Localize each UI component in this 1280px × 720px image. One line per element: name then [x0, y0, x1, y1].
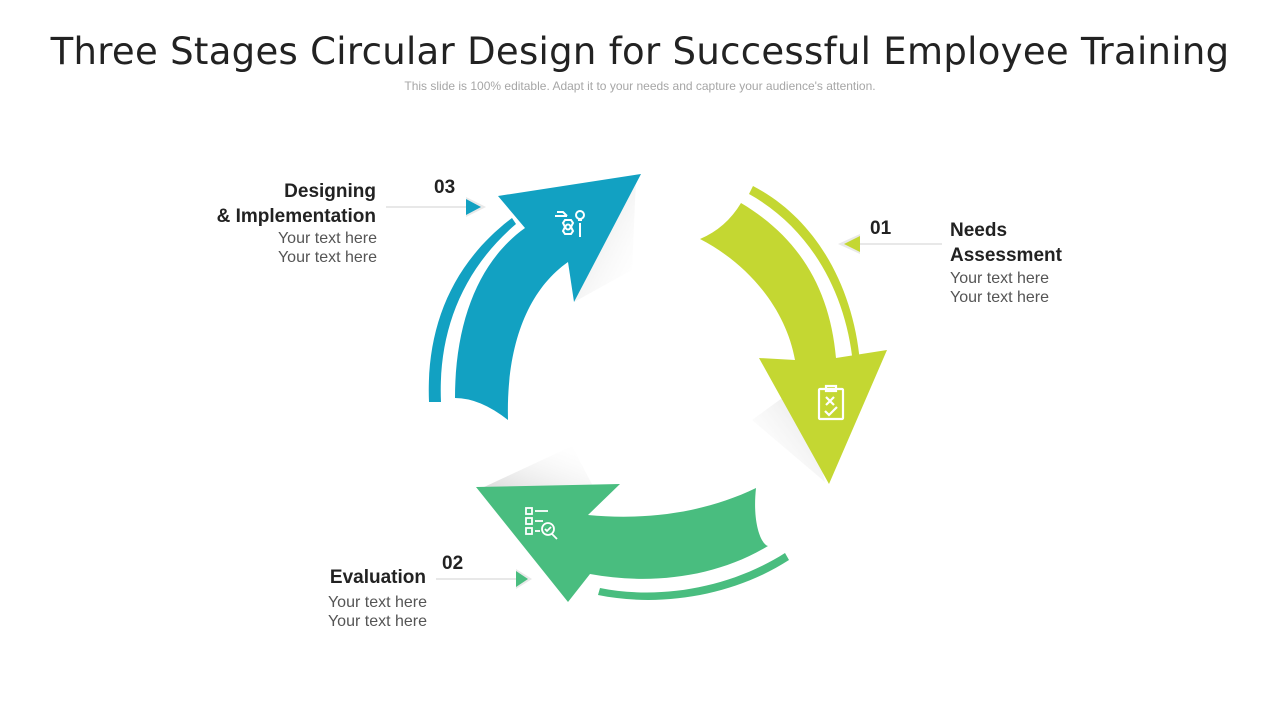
- arrow-stage-02-thin-band: [598, 553, 789, 600]
- arrow-stage-03-body: [455, 174, 641, 420]
- clipboard-check-icon: [817, 384, 845, 421]
- stage-02-desc-line1: Your text here: [327, 594, 427, 611]
- stage-03-desc-line2: Your text here: [277, 249, 377, 266]
- stage-03-title-line1: Designing: [284, 181, 376, 202]
- page-subtitle: This slide is 100% editable. Adapt it to…: [404, 79, 876, 93]
- stage-01-desc-line1: Your text here: [950, 270, 1050, 287]
- pointer-stage-01: [838, 234, 942, 254]
- arrow-stage-03: [428, 174, 641, 420]
- stage-02-number: 02: [442, 553, 464, 574]
- stage-02-title: Evaluation: [329, 567, 426, 588]
- stage-02-description: Your text here Your text here: [226, 593, 427, 631]
- checklist-magnifier-icon: [525, 507, 558, 540]
- shadow-lime: [752, 385, 825, 482]
- pointer-stage-02: [436, 569, 532, 589]
- stage-01-number: 01: [870, 218, 892, 239]
- gear-bulb-pencil-icon: [555, 210, 585, 237]
- arrow-stage-02-body: [476, 484, 768, 602]
- stage-01-title-line1: Needs: [950, 220, 1008, 241]
- stage-03-number: 03: [434, 177, 456, 198]
- pointer-stage-03: [386, 197, 486, 217]
- shadow-green: [482, 446, 594, 488]
- arrow-stage-02: [476, 484, 789, 602]
- stage-03-title-line2: & Implementation: [216, 206, 376, 227]
- stage-03-description: Your text here Your text here: [176, 229, 377, 267]
- stage-01-description: Your text here Your text here: [950, 269, 1049, 307]
- stage-03-title: Designing & Implementation: [150, 179, 376, 229]
- stage-03-desc-line1: Your text here: [277, 230, 377, 247]
- arrow-stage-01: [700, 186, 887, 484]
- stage-02-desc-line2: Your text here: [327, 613, 427, 630]
- stage-01-title-line2: Assessment: [950, 245, 1062, 266]
- arrow-stage-03-thin-band: [428, 218, 516, 402]
- stage-01-title: Needs Assessment: [950, 218, 1062, 268]
- page-title: Three Stages Circular Design for Success…: [50, 30, 1230, 73]
- stage-01-desc-line2: Your text here: [950, 289, 1050, 306]
- arrow-stage-01-body: [700, 203, 887, 484]
